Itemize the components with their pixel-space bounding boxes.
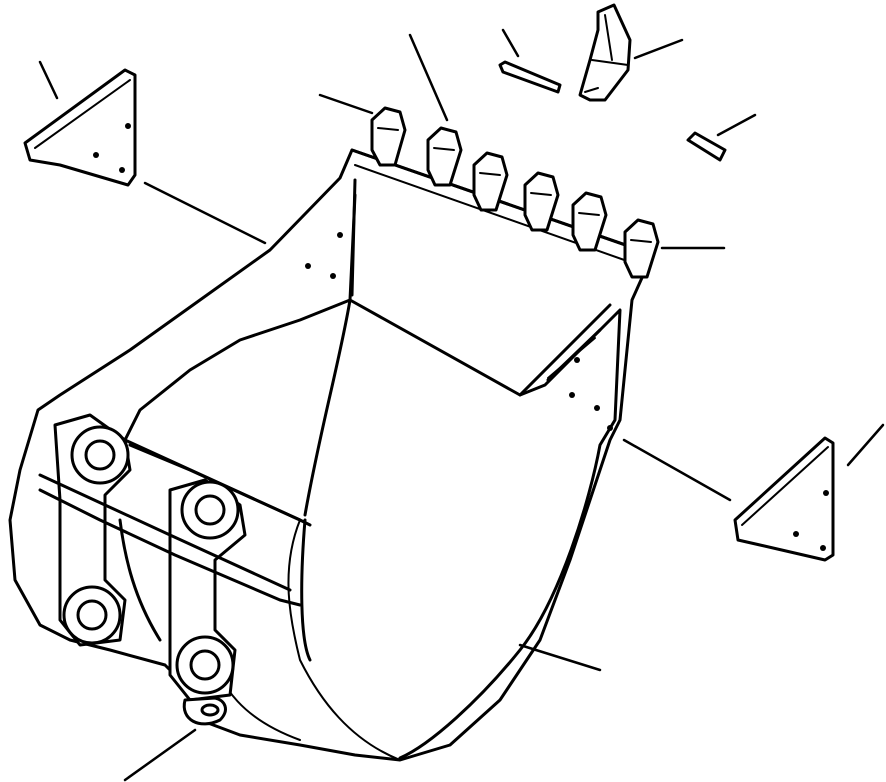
- leader-tooth-1: [318, 93, 374, 115]
- leader-bucket-shell: [518, 643, 602, 672]
- teeth-row: [350, 106, 660, 279]
- leader-side-cutter-left: [38, 60, 59, 100]
- leader-tooth-point: [633, 38, 684, 60]
- leader-bottom-lug: [123, 728, 197, 782]
- cross-beam: [38, 443, 302, 642]
- side-cutter-right: [733, 436, 835, 562]
- mounting-bracket-front: [168, 478, 247, 702]
- side-cutter-left: [23, 68, 137, 187]
- tooth-pin: [498, 60, 562, 94]
- tooth-point: [578, 3, 632, 102]
- mounting-bracket-rear: [53, 413, 132, 647]
- tooth-6: [623, 218, 660, 279]
- leader-side-cutter-right-top: [846, 423, 885, 467]
- leader-tooth-lock: [716, 113, 757, 137]
- tooth-lock: [686, 131, 727, 162]
- leader-lines: [38, 28, 885, 782]
- bottom-lug: [182, 696, 227, 726]
- tooth-3: [472, 151, 509, 212]
- tooth-2: [426, 126, 463, 187]
- side-plate-holes-left: [305, 232, 343, 279]
- side-plate-holes-right: [569, 357, 613, 431]
- leader-side-cutter-left-mount: [143, 181, 267, 245]
- tooth-4: [523, 171, 560, 232]
- leader-side-cutter-right: [622, 438, 732, 502]
- tooth-5: [571, 191, 608, 252]
- leader-tooth-pin: [501, 28, 520, 58]
- tooth-1: [370, 106, 407, 167]
- leader-tooth-2: [408, 33, 449, 122]
